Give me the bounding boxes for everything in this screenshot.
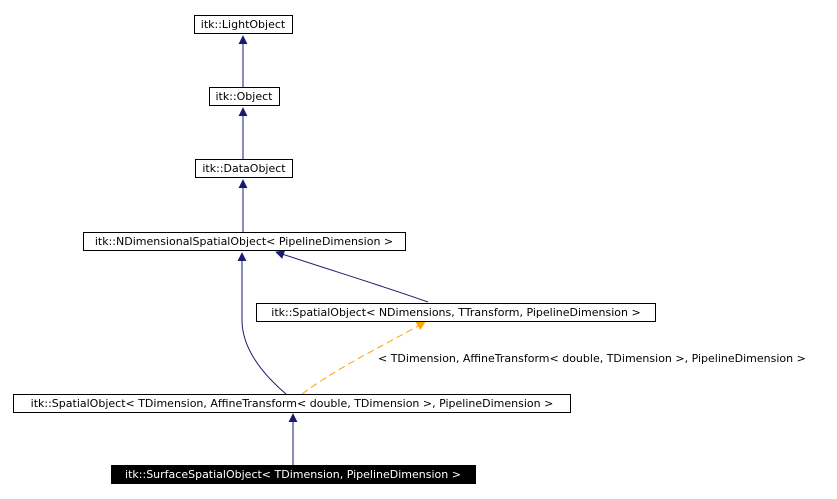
node-object[interactable]: itk::Object: [209, 87, 280, 106]
node-light-object[interactable]: itk::LightObject: [194, 15, 293, 34]
node-label: itk::SpatialObject< NDimensions, TTransf…: [271, 306, 640, 319]
edge-spatialaffine-to-spatialtemplate: [301, 321, 426, 395]
node-label: itk::Object: [216, 90, 274, 103]
node-data-object[interactable]: itk::DataObject: [195, 159, 293, 178]
node-label: itk::NDimensionalSpatialObject< Pipeline…: [95, 235, 393, 248]
node-label: itk::LightObject: [201, 18, 286, 31]
template-argument-label: < TDimension, AffineTransform< double, T…: [378, 352, 806, 365]
node-surface-spatial-object[interactable]: itk::SurfaceSpatialObject< TDimension, P…: [111, 465, 476, 484]
node-spatial-object-template[interactable]: itk::SpatialObject< NDimensions, TTransf…: [256, 303, 656, 322]
node-label: itk::DataObject: [202, 162, 286, 175]
edges: < TDimension, AffineTransform< double, T…: [237, 35, 806, 465]
node-ndimensional-spatial-object[interactable]: itk::NDimensionalSpatialObject< Pipeline…: [83, 232, 406, 251]
node-label: itk::SurfaceSpatialObject< TDimension, P…: [125, 468, 461, 481]
node-spatial-object-affine[interactable]: itk::SpatialObject< TDimension, AffineTr…: [13, 394, 571, 413]
node-label: itk::SpatialObject< TDimension, AffineTr…: [31, 397, 554, 410]
edge-spatialtemplate-to-ndimspatial: [275, 250, 429, 303]
edge-spatialaffine-to-ndimspatial: [237, 252, 287, 395]
